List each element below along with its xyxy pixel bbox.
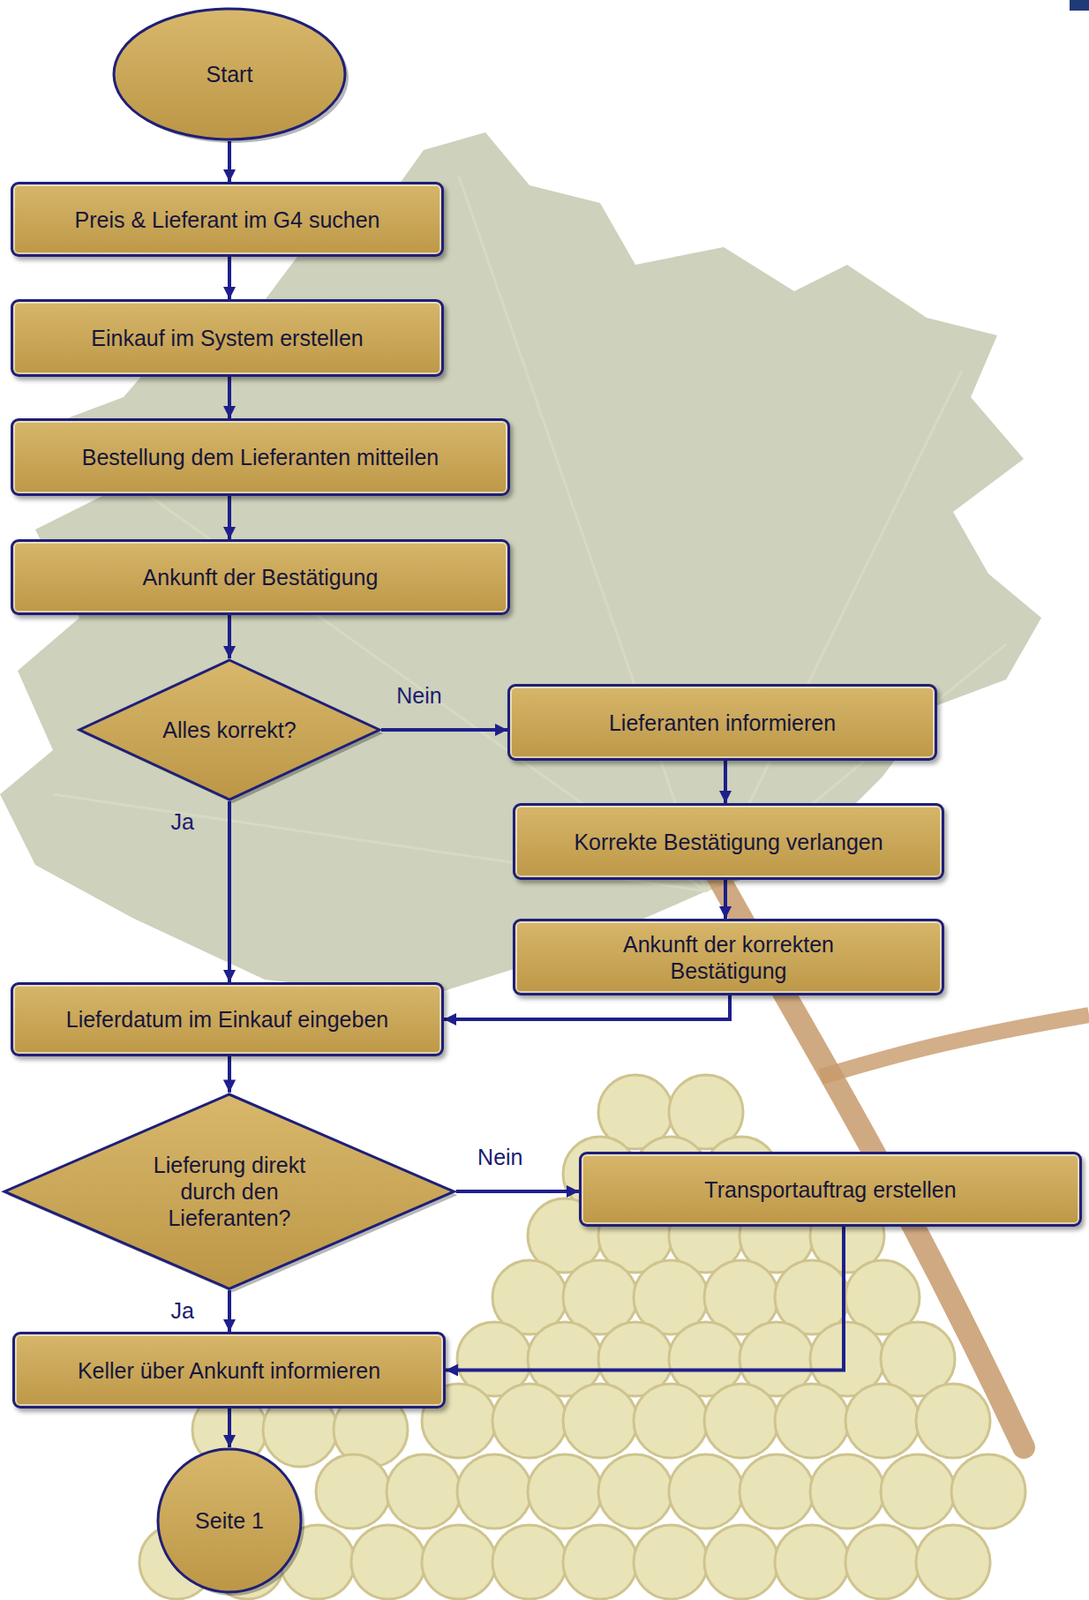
grape: [810, 1454, 885, 1529]
flow-arrow: [227, 1290, 232, 1332]
text-group: Transportauftrag erstellen: [704, 1176, 956, 1203]
flow-arrow: [456, 1189, 579, 1194]
process-box: Korrekte Bestätigung verlangen: [512, 803, 945, 880]
flow-arrow: [443, 995, 730, 1020]
node-text: Lieferung direkt durch den Lieferanten?: [134, 1151, 324, 1232]
grape: [704, 1383, 779, 1458]
flow-arrow: [381, 728, 508, 732]
text-group: Seite 1: [195, 1507, 264, 1534]
process-box: Preis & Lieferant im G4 suchen: [10, 181, 444, 257]
grape: [527, 1454, 602, 1529]
grape: [492, 1383, 567, 1458]
process-box: Bestellung dem Lieferanten mitteilen: [10, 418, 511, 496]
grape: [845, 1524, 920, 1600]
grape: [916, 1383, 991, 1458]
branch-label: Ja: [171, 1297, 195, 1324]
branch-label: Nein: [396, 682, 442, 709]
corner-bar: [1069, 0, 1089, 11]
shape-fill: [113, 8, 346, 140]
leaf-vein: [458, 176, 706, 892]
flow-arrow: [227, 256, 232, 300]
grape: [774, 1383, 849, 1458]
grape: [704, 1524, 779, 1600]
vine-leaf: [0, 132, 1042, 998]
node-text: Ankunft der Bestätigung: [142, 563, 379, 591]
flow-arrow: [227, 615, 232, 659]
node-text: Lieferdatum im Einkauf eingeben: [66, 1006, 390, 1033]
leaf-veins: [52, 176, 1007, 892]
decision-diamond: Alles korrekt?: [77, 658, 382, 802]
flow-arrow: [227, 376, 232, 419]
text-group: Bestellung dem Lieferanten mitteilen: [82, 443, 439, 471]
flow-arrow: [227, 495, 232, 540]
node-text: Start: [206, 60, 254, 88]
branch-label: Nein: [477, 1143, 523, 1171]
page-connector: Seite 1: [156, 1447, 303, 1594]
grape: [598, 1454, 673, 1529]
node-text: Bestellung dem Lieferanten mitteilen: [82, 443, 439, 471]
text-group: Lieferdatum im Einkauf eingeben: [66, 1006, 390, 1033]
branch-label: Ja: [171, 808, 195, 835]
process-box: Ankunft der Bestätigung: [10, 539, 511, 616]
grape: [563, 1383, 638, 1458]
process-box: Einkauf im System erstellen: [10, 299, 444, 377]
process-box: Transportauftrag erstellen: [578, 1151, 1082, 1227]
text-group: Korrekte Bestätigung verlangen: [573, 828, 883, 856]
process-box: Lieferanten informieren: [507, 683, 938, 761]
grape: [633, 1383, 708, 1458]
node-text: Einkauf im System erstellen: [90, 324, 363, 352]
shape-fill: [79, 660, 380, 800]
flow-arrow: [227, 141, 232, 182]
text-group: Preis & Lieferant im G4 suchen: [75, 206, 381, 233]
node-text: Lieferanten informieren: [608, 709, 836, 737]
flow-arrow: [723, 879, 728, 919]
node-text: Ankunft der korrekten Bestätigung: [596, 931, 862, 984]
flow-arrow: [227, 1056, 232, 1093]
node-text: Alles korrekt?: [162, 716, 296, 744]
node-text: Transportauftrag erstellen: [704, 1176, 956, 1203]
grape: [421, 1524, 496, 1600]
shape-fill: [157, 1449, 301, 1593]
decision-diamond: Lieferung direkt durch den Lieferanten?: [2, 1092, 456, 1291]
text-group: Keller über Ankunft informieren: [77, 1357, 381, 1384]
grape: [315, 1454, 391, 1529]
flow-arrow: [227, 801, 232, 983]
grape: [668, 1454, 744, 1529]
text-group: Alles korrekt?: [162, 716, 296, 744]
grape: [845, 1383, 920, 1458]
grape: [739, 1454, 814, 1529]
grape: [916, 1524, 991, 1600]
text-group: Einkauf im System erstellen: [90, 324, 363, 352]
grape: [351, 1524, 426, 1600]
text-group: Lieferanten informieren: [608, 709, 836, 737]
grape: [880, 1454, 955, 1529]
flow-arrow: [227, 1408, 232, 1448]
grape: [386, 1454, 461, 1529]
flow-arrow: [445, 1226, 844, 1371]
grape: [457, 1454, 532, 1529]
process-box: Keller über Ankunft informieren: [12, 1331, 446, 1409]
grape: [492, 1524, 567, 1600]
process-box: Ankunft der korrekten Bestätigung: [512, 918, 945, 996]
node-text: Keller über Ankunft informieren: [77, 1357, 381, 1384]
grape: [633, 1524, 708, 1600]
text-group: Ankunft der korrekten Bestätigung: [596, 931, 862, 984]
text-group: Start: [206, 60, 254, 88]
grape: [774, 1524, 849, 1600]
node-text: Korrekte Bestätigung verlangen: [573, 828, 883, 856]
shape-fill: [4, 1094, 454, 1289]
node-text: Seite 1: [195, 1507, 264, 1534]
flow-arrow: [723, 760, 728, 804]
grape: [951, 1454, 1026, 1529]
grape: [563, 1524, 638, 1600]
start-terminal: Start: [112, 7, 347, 142]
text-group: Lieferung direkt durch den Lieferanten?: [134, 1151, 324, 1232]
node-text: Preis & Lieferant im G4 suchen: [75, 206, 381, 233]
process-box: Lieferdatum im Einkauf eingeben: [10, 982, 444, 1057]
vine-shoot: [820, 1014, 1089, 1077]
text-group: Ankunft der Bestätigung: [142, 563, 379, 591]
